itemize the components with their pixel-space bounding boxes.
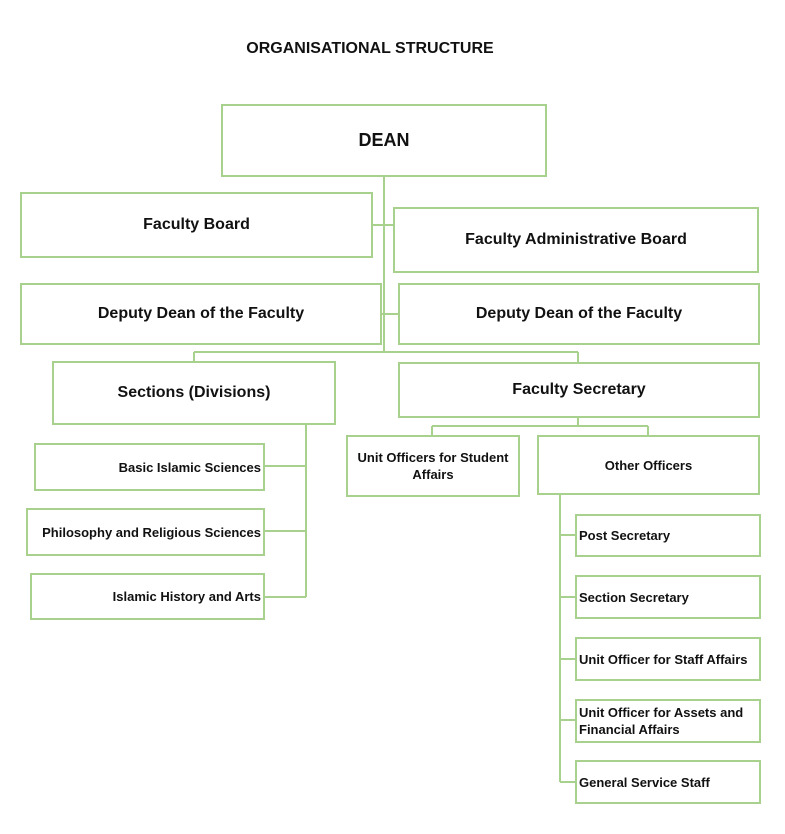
- faculty-administrative-board-box: Faculty Administrative Board: [393, 207, 759, 273]
- dean-label: DEAN: [358, 130, 410, 150]
- sections-label: Sections (Divisions): [117, 384, 271, 401]
- philosophy-religious-sciences-box: Philosophy and Religious Sciences: [26, 508, 265, 556]
- unit-officer-assets-financial-box: Unit Officer for Assets and Financial Af…: [575, 699, 761, 743]
- unit-officer-staff-affairs-box: Unit Officer for Staff Affairs: [575, 637, 761, 681]
- post-secretary-label: Post Secretary: [579, 528, 671, 543]
- unit-officer-staff-affairs-label: Unit Officer for Staff Affairs: [579, 651, 748, 667]
- page-title: ORGANISATIONAL STRUCTURE: [246, 40, 494, 57]
- faculty-secretary-box: Faculty Secretary: [398, 362, 760, 418]
- deputy-dean-right-label: Deputy Dean of the Faculty: [475, 305, 683, 322]
- section-secretary-box: Section Secretary: [575, 575, 761, 619]
- philosophy-religious-sciences-label: Philosophy and Religious Sciences: [42, 524, 261, 540]
- general-service-staff-box: General Service Staff: [575, 760, 761, 804]
- basic-islamic-sciences-box: Basic Islamic Sciences: [34, 443, 265, 491]
- deputy-dean-left-box: Deputy Dean of the Faculty: [20, 283, 382, 345]
- islamic-history-arts-box: Islamic History and Arts: [30, 573, 265, 620]
- unit-officer-assets-financial-label: Unit Officer for Assets and Financial Af…: [579, 705, 744, 737]
- general-service-staff-label: General Service Staff: [579, 774, 710, 790]
- deputy-dean-left-label: Deputy Dean of the Faculty: [97, 305, 305, 322]
- post-secretary-box: Post Secretary: [575, 514, 761, 557]
- faculty-board-label: Faculty Board: [143, 216, 250, 233]
- faculty-administrative-board-label: Faculty Administrative Board: [465, 231, 687, 248]
- unit-officers-student-affairs-box: Unit Officers for Student Affairs: [346, 435, 520, 497]
- faculty-secretary-label: Faculty Secretary: [512, 381, 646, 398]
- unit-officers-student-affairs-label: Unit Officers for Student Affairs: [357, 450, 509, 482]
- basic-islamic-sciences-label: Basic Islamic Sciences: [118, 459, 261, 475]
- deputy-dean-right-box: Deputy Dean of the Faculty: [398, 283, 760, 345]
- other-officers-box: Other Officers: [537, 435, 760, 495]
- dean-box: DEAN: [221, 104, 547, 177]
- faculty-board-box: Faculty Board: [20, 192, 373, 258]
- section-secretary-label: Section Secretary: [579, 589, 689, 605]
- other-officers-label: Other Officers: [604, 457, 693, 473]
- islamic-history-arts-label: Islamic History and Arts: [112, 589, 261, 604]
- sections-box: Sections (Divisions): [52, 361, 336, 425]
